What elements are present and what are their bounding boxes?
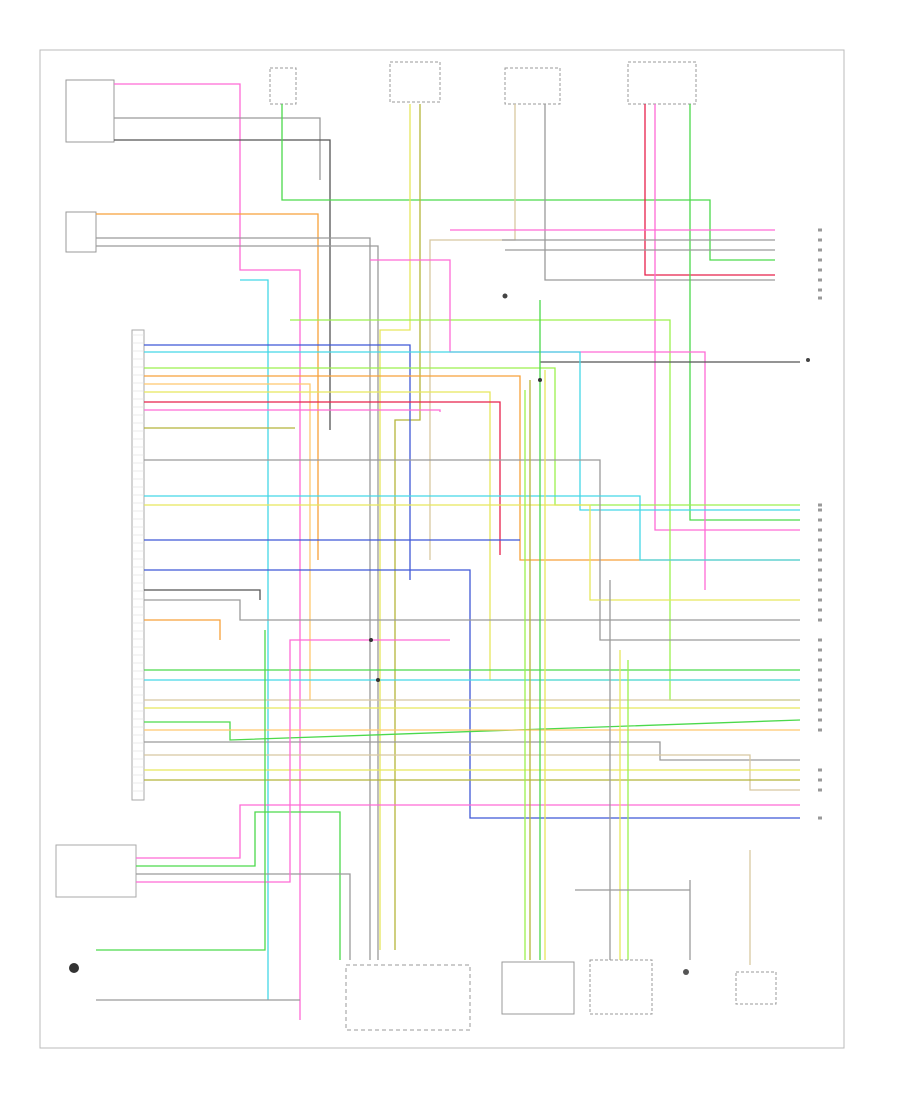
wire-light_orange bbox=[144, 383, 311, 700]
terminal-pin bbox=[818, 508, 822, 512]
terminal-pin bbox=[818, 288, 822, 292]
terminal-pin bbox=[818, 618, 822, 622]
terminal-pin bbox=[818, 598, 822, 602]
terminal-pin bbox=[818, 568, 822, 572]
terminal-pin bbox=[818, 258, 822, 262]
wire-cyan bbox=[144, 351, 800, 511]
terminal-pin bbox=[818, 638, 822, 642]
wire-yellow bbox=[144, 504, 800, 601]
ground-symbol bbox=[69, 963, 79, 973]
wire-green bbox=[281, 104, 775, 261]
wire-pink bbox=[114, 83, 301, 1020]
component-box bbox=[65, 79, 115, 143]
terminal-pin bbox=[818, 268, 822, 272]
component-box bbox=[589, 959, 653, 1015]
terminal-pin bbox=[818, 503, 822, 507]
terminal-pin bbox=[818, 528, 822, 532]
component-box bbox=[389, 61, 441, 103]
wire-yellow bbox=[144, 391, 800, 681]
wire-gray bbox=[96, 245, 379, 960]
wire-cyan bbox=[144, 495, 800, 561]
terminal-pin bbox=[818, 668, 822, 672]
terminal-pin bbox=[818, 788, 822, 792]
terminal-pin bbox=[818, 708, 822, 712]
wire-tan bbox=[429, 104, 516, 560]
wire-green bbox=[136, 811, 341, 960]
wire-gray bbox=[136, 873, 351, 960]
terminal-pin bbox=[818, 718, 822, 722]
wire-green bbox=[96, 630, 266, 951]
wire-olive bbox=[394, 104, 421, 950]
component-box bbox=[65, 211, 97, 253]
wires bbox=[96, 83, 801, 1020]
terminal-pin bbox=[818, 648, 822, 652]
wire-dark_gray bbox=[114, 139, 331, 430]
wire-orange bbox=[96, 213, 319, 560]
terminal-pin bbox=[818, 296, 822, 300]
sensor-connector bbox=[55, 844, 137, 898]
top-components bbox=[65, 61, 697, 253]
terminal-pin bbox=[818, 768, 822, 772]
wire-blue bbox=[144, 569, 800, 819]
wire-gray bbox=[144, 599, 800, 621]
terminal-pin bbox=[818, 816, 822, 820]
diagram-frame bbox=[39, 49, 845, 1049]
splice bbox=[376, 678, 380, 682]
wire-cyan bbox=[240, 279, 269, 1000]
sensor-box bbox=[735, 971, 777, 1005]
pcm-connector-block bbox=[55, 329, 145, 898]
ground-symbol bbox=[806, 358, 810, 362]
component-box bbox=[269, 67, 297, 105]
wire-pink bbox=[144, 409, 441, 412]
ground-symbol bbox=[502, 293, 508, 299]
terminal-pin bbox=[818, 578, 822, 582]
wire-blue bbox=[144, 344, 411, 580]
ground-symbol bbox=[683, 969, 689, 975]
wire-orange bbox=[144, 619, 221, 640]
terminal-pin bbox=[818, 238, 822, 242]
wire-pink bbox=[654, 104, 800, 531]
terminal-pin bbox=[818, 228, 822, 232]
wire-orange bbox=[144, 375, 800, 561]
wire-pink bbox=[136, 804, 800, 859]
terminal-pin bbox=[818, 518, 822, 522]
terminal-pin bbox=[818, 278, 822, 282]
wire-lime bbox=[144, 367, 800, 506]
terminal-pin bbox=[818, 658, 822, 662]
splice bbox=[369, 638, 373, 642]
wire-gray bbox=[144, 741, 800, 761]
bottom-components bbox=[69, 293, 810, 1031]
label-layer bbox=[132, 228, 822, 820]
terminal-pin bbox=[818, 538, 822, 542]
module-box bbox=[345, 964, 471, 1031]
terminal-pin bbox=[818, 248, 822, 252]
terminal-pin bbox=[818, 778, 822, 782]
wire-green bbox=[689, 104, 800, 521]
terminal-pin bbox=[818, 678, 822, 682]
terminal-pin bbox=[818, 548, 822, 552]
wire-dark_gray bbox=[144, 589, 261, 600]
terminal-pin bbox=[818, 558, 822, 562]
wire-red bbox=[144, 401, 501, 555]
wire-pink bbox=[136, 639, 450, 883]
motor-box bbox=[501, 961, 575, 1015]
wire-gray bbox=[544, 104, 775, 281]
wire-tan bbox=[144, 754, 800, 791]
terminal-pin bbox=[818, 688, 822, 692]
wire-gray bbox=[144, 459, 800, 641]
wire-gray bbox=[114, 117, 321, 180]
terminal-pin bbox=[818, 608, 822, 612]
wire-gray bbox=[96, 237, 371, 960]
wire-red bbox=[644, 104, 775, 276]
terminal-pin bbox=[818, 588, 822, 592]
pcm-connector bbox=[131, 329, 145, 801]
splice bbox=[538, 378, 542, 382]
terminal-pin bbox=[818, 728, 822, 732]
splices bbox=[369, 378, 542, 682]
terminal-pin bbox=[818, 698, 822, 702]
component-box bbox=[504, 67, 561, 105]
component-box bbox=[627, 61, 697, 105]
